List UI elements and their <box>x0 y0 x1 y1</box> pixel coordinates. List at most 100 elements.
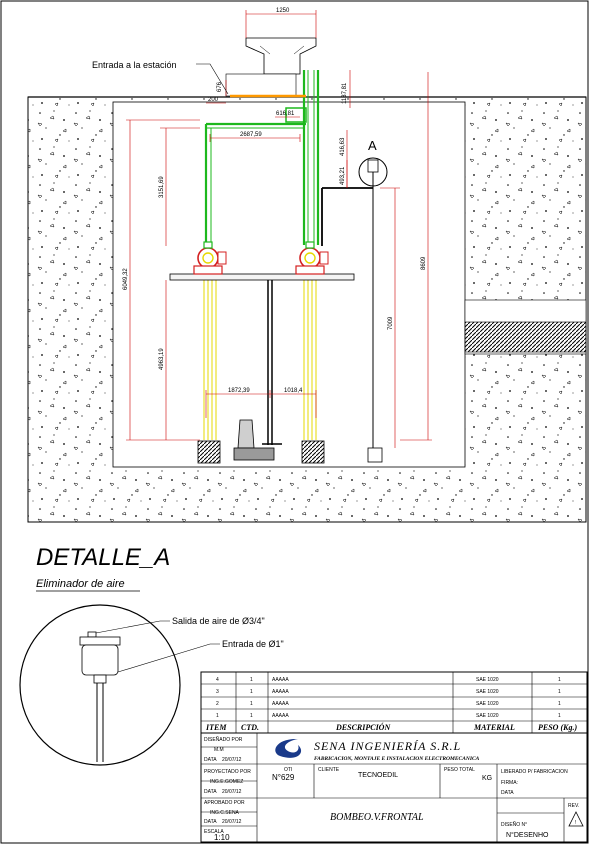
revision-label: REV. <box>568 803 579 809</box>
float-box <box>367 447 383 463</box>
bom-r2-item: 2 <box>216 701 219 707</box>
dim-7009: 7009 <box>388 316 394 330</box>
bom-header-desc: DESCRIPCIÓN <box>335 722 391 732</box>
air-inlet-label: Entrada de Ø1" <box>222 639 284 649</box>
dim-676: 676 <box>217 81 223 92</box>
approved-by: ING.C.SENA <box>210 810 240 816</box>
bom-r2-desc: AAAAA <box>272 701 289 707</box>
bom-r1-material: SAE 1020 <box>476 713 499 719</box>
oti-label: OTI <box>284 767 292 773</box>
dimension-lines <box>126 10 432 448</box>
designed-by-label: DISEÑADO POR <box>204 736 243 743</box>
detail-circle <box>19 604 181 766</box>
date2-label: DATA <box>204 789 217 795</box>
pit-cavity <box>112 101 466 468</box>
company-logo <box>275 738 302 758</box>
inlet-leader <box>196 63 229 95</box>
company-name: SENA INGENIERÍA S.R.L <box>314 739 461 753</box>
strainer-left <box>197 440 221 464</box>
release-label: LIBERADO P/ FABRICACION <box>501 769 568 775</box>
bom-r4-qty: 1 <box>250 677 253 683</box>
eliminator-body <box>81 644 119 676</box>
dimension-texts: 1250 676 200 1137,81 616,81 2687,59 416,… <box>123 8 427 394</box>
dim-416: 416,63 <box>340 137 346 156</box>
dim-1137: 1137,81 <box>342 82 348 104</box>
approved-label: APROBADO POR <box>204 800 245 806</box>
dim-1250: 1250 <box>276 8 290 14</box>
title-block: DISEÑADO POR M.M DATA 20/07/12 SENA INGE… <box>204 736 584 842</box>
dim-6049: 6049,32 <box>123 268 129 290</box>
dim-3151: 3151,69 <box>159 176 165 198</box>
date3-label: DATA <box>204 819 217 825</box>
pump-right <box>295 241 329 275</box>
project-by: ING.E.GOMEZ <box>210 779 243 785</box>
bom-r2-weight: 1 <box>558 701 561 707</box>
detail-marker-label: A <box>368 138 377 153</box>
date-right-label: DATA <box>501 790 514 796</box>
platform-deck <box>169 273 355 281</box>
air-outlet-label: Salida de aire de Ø3/4" <box>172 616 265 626</box>
bom-r2-qty: 1 <box>250 701 253 707</box>
drawing-number: N°DESENHO <box>506 831 549 839</box>
bom-r1-item: 1 <box>216 713 219 719</box>
date1: 20/07/12 <box>222 757 242 763</box>
bom-r1-weight: 1 <box>558 713 561 719</box>
oti-number: N°629 <box>272 773 295 782</box>
drawing-number-label: DISEÑO N° <box>501 821 527 828</box>
dim-4963: 4963,19 <box>159 348 165 370</box>
dim-200: 200 <box>208 97 219 103</box>
bom-r4-weight: 1 <box>558 677 561 683</box>
dim-1872: 1872,39 <box>228 388 250 394</box>
dim-616: 616,81 <box>276 111 295 117</box>
dim-493: 493,21 <box>340 166 346 185</box>
bom-r3-weight: 1 <box>558 689 561 695</box>
detail-subtitle: Eliminador de aire <box>36 578 125 590</box>
company-subtitle: FABRICACION, MONTAJE E INSTALACION ELECT… <box>314 756 480 762</box>
bom-r3-desc: AAAAA <box>272 689 289 695</box>
date1-label: DATA <box>204 757 217 763</box>
revision-triangle-icon <box>568 811 584 827</box>
date3: 20/07/12 <box>222 819 242 825</box>
channel-hatch <box>464 321 587 353</box>
signature-label: FIRMA: <box>501 780 518 786</box>
revision-mark: ! <box>575 820 576 826</box>
detail-title: DETALLE_A <box>36 544 170 571</box>
designed-by: M.M <box>214 747 224 753</box>
bom-r4-material: SAE 1020 <box>476 677 499 683</box>
air-outlet-nipple <box>87 631 97 638</box>
client-label: CLIENTE <box>318 767 340 773</box>
inlet-hopper <box>225 37 317 97</box>
dim-1018: 1018,4 <box>284 388 303 394</box>
suction-columns <box>203 272 317 440</box>
bom-header-material: MATERIAL <box>473 723 515 732</box>
drawing-title: BOMBEO.V.FRONTAL <box>330 812 424 823</box>
bom-r3-qty: 1 <box>250 689 253 695</box>
eliminator-cap <box>79 636 121 646</box>
client-name: TECNOEDIL <box>358 772 398 779</box>
bom-header-qty: CTD. <box>241 723 259 732</box>
inlet-label: Entrada a la estación <box>92 60 177 70</box>
bom-r2-material: SAE 1020 <box>476 701 499 707</box>
bom-header-weight: PESO (Kg.) <box>538 723 577 732</box>
bom-r1-qty: 1 <box>250 713 253 719</box>
scale-value: 1:10 <box>214 833 230 842</box>
dim-8609: 8609 <box>421 256 427 270</box>
title-block-grid <box>201 733 587 842</box>
bom-r4-desc: AAAAA <box>272 677 289 683</box>
detail-a-view <box>19 604 220 766</box>
scale-label: ESCALA <box>204 829 224 835</box>
bom-r3-item: 3 <box>216 689 219 695</box>
air-eliminator-a: A <box>321 138 388 463</box>
bom-r3-material: SAE 1020 <box>476 689 499 695</box>
bom-table <box>200 671 588 843</box>
weight-unit: KG <box>482 775 492 782</box>
dim-2687: 2687,59 <box>240 132 262 138</box>
strainer-right <box>301 440 325 464</box>
hopper-body <box>245 37 317 75</box>
project-label: PROYECTADO POR <box>204 769 251 775</box>
pump-left <box>193 241 227 275</box>
bom-r1-desc: AAAAA <box>272 713 289 719</box>
bom-header-item: ITEM <box>205 723 227 732</box>
bom-r4-item: 4 <box>216 677 219 683</box>
